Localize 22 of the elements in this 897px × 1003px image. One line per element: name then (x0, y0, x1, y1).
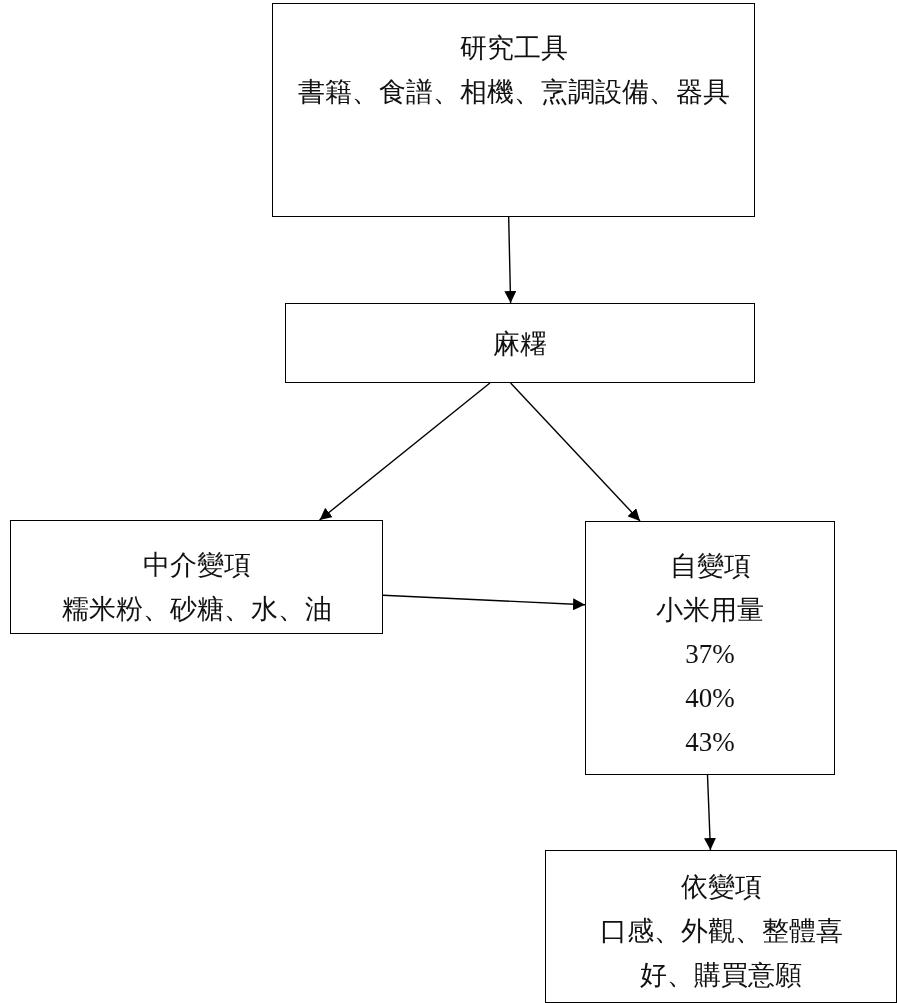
item-text: 37% (684, 638, 736, 671)
item-text: 小米用量 (655, 594, 765, 627)
variable-box (10, 520, 383, 634)
item-text: 43% (684, 726, 736, 759)
heading-text: 自變項 (668, 550, 752, 583)
heading-text: 中介變項 (141, 549, 252, 582)
heading-text: 研究工具 (458, 32, 569, 65)
variable-box (545, 850, 897, 1003)
arrow (382, 594, 586, 611)
arrow (509, 382, 641, 522)
heading-text: 依變項 (679, 871, 763, 904)
product-box (285, 303, 755, 383)
item-text: 糯米粉、砂糖、水、油 (60, 593, 333, 626)
item-text: 40% (684, 682, 736, 715)
tools-box (272, 3, 755, 217)
item-text: 書籍、食譜、相機、烹調設備、器具 (296, 76, 731, 109)
arrow (703, 774, 716, 851)
arrow (318, 382, 491, 521)
arrow (504, 216, 517, 304)
variable-box (585, 521, 835, 775)
item-text: 口感、外觀、整體喜好、購買意願 (598, 915, 844, 992)
heading-text: 麻糬 (492, 328, 548, 361)
